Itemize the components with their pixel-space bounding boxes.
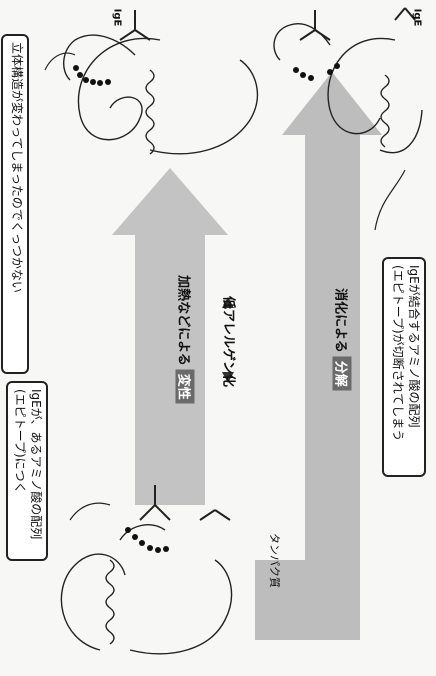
bottom-note-pointer [374, 169, 406, 231]
igE-antibody-top [119, 10, 151, 41]
left-note-line2: (エピトープ)につく [13, 389, 27, 494]
heat-prefix: 加熱などによる [175, 275, 191, 366]
protein-digested-coil [273, 23, 423, 154]
heat-tag: 変性 [175, 369, 195, 404]
top-note-box: 立体構造が変わってしまったのでくっつかない [1, 34, 29, 374]
center-triangle-down [222, 372, 234, 383]
top-note-pointer [44, 52, 76, 71]
protein-label: タンパク質 [268, 533, 281, 588]
epitope-dots-digested [293, 63, 340, 81]
digest-tag: 分解 [332, 356, 352, 391]
bottom-note-line2: (エピトープ)が切断されてしまう [391, 265, 405, 442]
protein-original-coil [60, 524, 233, 655]
top-note-text: 立体構造が変わってしまったのでくっつかない [10, 42, 24, 293]
left-note-pointer [69, 502, 111, 521]
digest-prefix: 消化による [332, 288, 348, 353]
bottom-note-line1: IgEが結合するアミノ酸の配列 [407, 265, 421, 428]
digest-label: 消化による分解 [332, 270, 352, 410]
heat-arrow [112, 168, 228, 505]
left-note-box: IgEが、あるアミノ酸の配列 (エピトープ)につく [6, 381, 48, 561]
left-note-line1: IgEが、あるアミノ酸の配列 [29, 389, 43, 540]
igE-antibody-bottom-left [139, 485, 231, 521]
heat-label: 加熱などによる変性 [175, 260, 195, 420]
protein-denatured-coil [63, 34, 259, 155]
bottom-note-box: IgEが結合するアミノ酸の配列 (エピトープ)が切断されてしまう [382, 257, 426, 477]
digest-arrow [255, 72, 382, 640]
epitope-dots-top [73, 65, 111, 86]
center-label: 低アレルゲン化 [220, 295, 236, 387]
igE-label-bottom: IgE [411, 8, 423, 27]
igE-antibody-bottom [299, 7, 416, 41]
igE-label-top: IgE [111, 8, 123, 27]
center-triangle-up [222, 297, 234, 308]
epitope-dots-bottom [125, 527, 169, 553]
